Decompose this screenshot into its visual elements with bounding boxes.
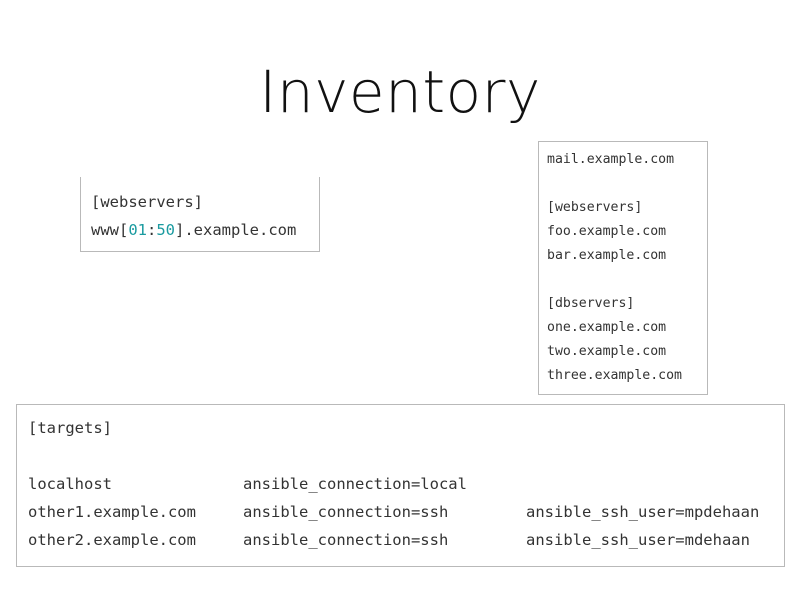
target-connection: ansible_connection=ssh bbox=[243, 503, 449, 521]
webserver-host: bar.example.com bbox=[547, 248, 667, 263]
target-host: other2.example.com bbox=[28, 531, 196, 549]
target-host: localhost bbox=[28, 475, 112, 493]
dbservers-header: [dbservers] bbox=[547, 296, 635, 311]
ungrouped-host: mail.example.com bbox=[547, 152, 675, 167]
webservers-range-snippet: [webservers] www[01:50].example.com bbox=[80, 177, 320, 252]
target-row: localhost ansible_connection=local bbox=[28, 470, 784, 498]
dbserver-host: one.example.com bbox=[547, 320, 667, 335]
target-host: other1.example.com bbox=[28, 503, 196, 521]
host-suffix: ].example.com bbox=[175, 221, 297, 239]
host-range-line: www[01:50].example.com bbox=[91, 216, 319, 244]
target-connection: ansible_connection=ssh bbox=[243, 531, 449, 549]
webservers-header: [webservers] bbox=[547, 200, 643, 215]
range-separator: : bbox=[147, 221, 157, 239]
groups-snippet: mail.example.com [webservers] foo.exampl… bbox=[538, 141, 708, 395]
target-user: ansible_ssh_user=mdehaan bbox=[526, 531, 750, 549]
targets-header: [targets] bbox=[28, 419, 112, 437]
range-end: 50 bbox=[156, 221, 176, 239]
target-row: other2.example.com ansible_connection=ss… bbox=[28, 526, 784, 554]
group-header: [webservers] bbox=[91, 193, 203, 211]
range-start: 01 bbox=[128, 221, 147, 239]
dbserver-host: three.example.com bbox=[547, 368, 682, 383]
targets-snippet: [targets] localhost ansible_connection=l… bbox=[16, 404, 785, 567]
target-connection: ansible_connection=local bbox=[243, 475, 467, 493]
webserver-host: foo.example.com bbox=[547, 224, 667, 239]
host-prefix: www[ bbox=[91, 221, 129, 239]
target-user: ansible_ssh_user=mpdehaan bbox=[526, 503, 760, 521]
slide-title: Inventory bbox=[259, 58, 541, 126]
dbserver-host: two.example.com bbox=[547, 344, 667, 359]
target-row: other1.example.com ansible_connection=ss… bbox=[28, 498, 784, 526]
